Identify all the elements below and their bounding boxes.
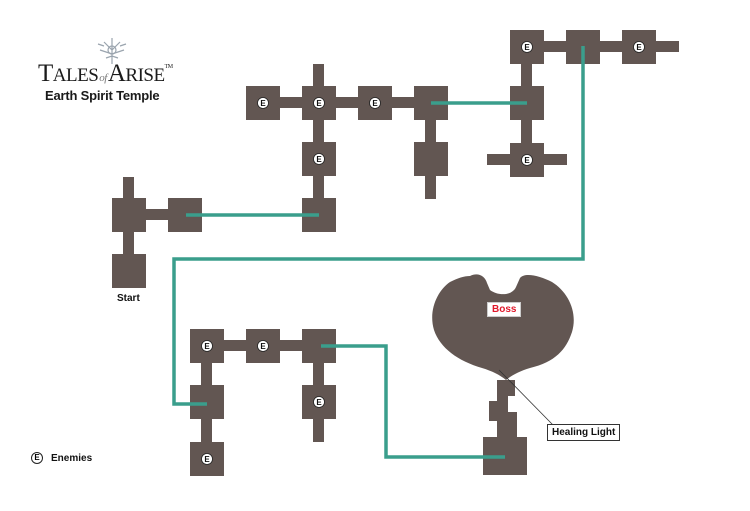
enemy-markers: E E E E E E E E E E E	[201, 41, 645, 465]
svg-text:E: E	[316, 99, 322, 108]
corridor	[535, 41, 679, 52]
boss-label: Boss	[487, 302, 522, 317]
room	[190, 385, 224, 419]
room	[112, 198, 146, 232]
svg-text:E: E	[524, 156, 530, 165]
enemy-marker-icon: E	[257, 97, 269, 109]
logo-title: TALESofARISETM	[38, 60, 173, 87]
enemy-marker-icon: E	[31, 452, 43, 464]
rooms-layer	[112, 30, 679, 476]
boss-passage	[483, 380, 527, 475]
boss-room	[432, 274, 574, 380]
svg-text:E: E	[204, 342, 210, 351]
enemy-marker-icon: E	[313, 153, 325, 165]
healing-light-label: Healing Light	[547, 424, 621, 441]
enemy-marker-icon: E	[313, 396, 325, 408]
svg-text:E: E	[316, 398, 322, 407]
game-logo: TALESofARISETM	[36, 36, 186, 106]
legend: E Enemies	[31, 452, 92, 464]
logo-crest-icon	[97, 38, 127, 64]
legend-label: Enemies	[51, 452, 93, 464]
room-start	[112, 254, 146, 288]
svg-text:E: E	[372, 99, 378, 108]
svg-text:E: E	[524, 43, 530, 52]
enemy-marker-icon: E	[201, 340, 213, 352]
svg-text:E: E	[204, 455, 210, 464]
enemy-marker-icon: E	[521, 41, 533, 53]
enemy-marker-icon: E	[633, 41, 645, 53]
route-layer	[172, 46, 585, 459]
map-title: Earth Spirit Temple	[45, 88, 160, 103]
enemy-marker-icon: E	[369, 97, 381, 109]
route-line	[172, 46, 585, 406]
corridor	[140, 209, 172, 220]
enemy-marker-icon: E	[257, 340, 269, 352]
room	[414, 142, 448, 176]
corridor	[270, 97, 420, 108]
corridor	[313, 64, 324, 204]
healing-light-pointer	[498, 369, 554, 426]
svg-text:E: E	[316, 155, 322, 164]
enemy-marker-icon: E	[521, 154, 533, 166]
svg-text:E: E	[260, 99, 266, 108]
enemy-marker-icon: E	[313, 97, 325, 109]
svg-text:E: E	[260, 342, 266, 351]
route-line	[321, 344, 505, 459]
svg-text:E: E	[636, 43, 642, 52]
start-label: Start	[117, 293, 140, 304]
enemy-marker-icon: E	[201, 453, 213, 465]
